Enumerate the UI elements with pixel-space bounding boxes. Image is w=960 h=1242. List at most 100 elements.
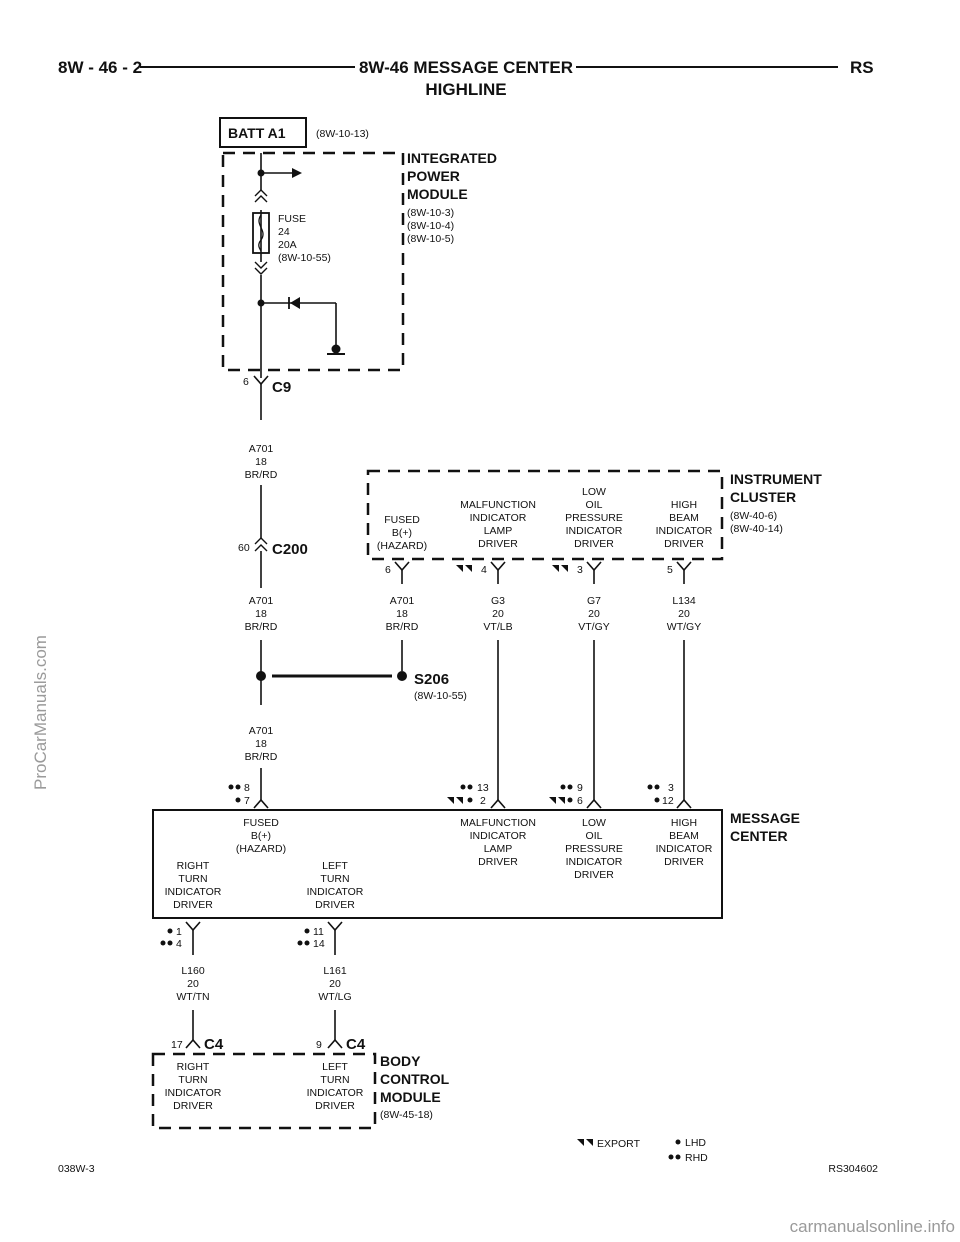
c4-pin-left: 9 — [316, 1039, 322, 1051]
ipm-name-2: POWER — [407, 168, 460, 184]
mc-pin-mil-rhd: 13 — [477, 782, 489, 794]
mc-beam-2: BEAM — [669, 830, 699, 842]
c4-label: C4 — [346, 1036, 366, 1053]
wire-color: VT/LB — [483, 621, 512, 633]
cluster-pin-mil: 4 — [481, 564, 487, 576]
cluster-ref-1: (8W-40-6) — [730, 510, 777, 522]
c4-wires — [185, 1010, 343, 1049]
bcm-name-1: BODY — [380, 1053, 421, 1069]
wire-color: WT/GY — [667, 621, 701, 633]
mc-pin-fused-rhd: 8 — [244, 782, 250, 794]
cluster-oil-2: OIL — [586, 499, 603, 511]
cluster-oil-4: INDICATOR — [566, 525, 623, 537]
ipm-ref-1: (8W-10-3) — [407, 207, 454, 219]
rhd-dots-icon — [228, 784, 241, 790]
bcm-ref: (8W-45-18) — [380, 1109, 433, 1121]
s206-label: S206 — [414, 671, 449, 688]
cluster-beam-1: HIGH — [671, 499, 697, 511]
ipm-name-1: INTEGRATED — [407, 150, 497, 166]
ipm-box — [221, 151, 405, 372]
cluster-oil-3: PRESSURE — [565, 512, 623, 524]
mc-beam-4: DRIVER — [664, 856, 704, 868]
cluster-mil-4: DRIVER — [478, 538, 518, 550]
wire-circuit: A701 — [390, 595, 415, 607]
bcm-name-3: MODULE — [380, 1089, 441, 1105]
mc-right-turn-4: DRIVER — [173, 899, 213, 911]
cluster-oil-5: DRIVER — [574, 538, 614, 550]
export-icon — [549, 797, 565, 804]
batt-a1-label: BATT A1 — [228, 125, 286, 141]
mc-left-turn-4: DRIVER — [315, 899, 355, 911]
mc-left-turn-1: LEFT — [322, 860, 348, 872]
mc-pin-oil-rhd: 9 — [577, 782, 583, 794]
mc-pin-fused-lhd: 7 — [244, 795, 250, 807]
fuse-label-2: 24 — [278, 226, 290, 238]
wire-l161-circuit: L161 — [323, 965, 347, 977]
batt-a1-box — [219, 117, 307, 148]
wire-gauge: 20 — [588, 608, 600, 620]
diode-icon — [290, 297, 300, 309]
mc-right-turn-2: TURN — [178, 873, 207, 885]
cluster-mil-2: INDICATOR — [470, 512, 527, 524]
wire-circuit: G7 — [587, 595, 601, 607]
lhd-dot-icon — [675, 1139, 681, 1145]
mc-left-turn-3: INDICATOR — [307, 886, 364, 898]
wire-gauge: 18 — [396, 608, 408, 620]
bcm-left-turn-2: TURN — [320, 1074, 349, 1086]
lhd-dot-icon — [654, 797, 660, 803]
mc-name-1: MESSAGE — [730, 810, 800, 826]
wire-gauge: 20 — [678, 608, 690, 620]
wire-color: BR/RD — [386, 621, 419, 633]
mc-mil-1: MALFUNCTION — [460, 817, 536, 829]
cluster-fused-2: B(+) — [392, 527, 412, 539]
export-icon — [577, 1139, 593, 1146]
c200-connector-icon — [254, 537, 268, 552]
mc-beam-3: INDICATOR — [656, 843, 713, 855]
cluster-fused-3: (HAZARD) — [377, 540, 427, 552]
rhd-dots-icon — [647, 784, 660, 790]
wire-color: VT/GY — [578, 621, 610, 633]
cluster-beam-4: DRIVER — [664, 538, 704, 550]
lhd-dot-icon — [304, 928, 310, 934]
ipm-ref-3: (8W-10-5) — [407, 233, 454, 245]
wire-a701-color: BR/RD — [245, 621, 278, 633]
s206-splice-dot — [397, 671, 407, 681]
connector-chevron-icon — [254, 261, 268, 275]
export-icon — [552, 565, 568, 572]
cluster-pin-fused: 6 — [385, 564, 391, 576]
bcm-left-turn-3: INDICATOR — [307, 1087, 364, 1099]
cluster-to-mc-wires — [497, 640, 685, 800]
rhd-dots-icon — [297, 940, 310, 946]
arrow-icon — [292, 168, 302, 178]
mc-fused-2: B(+) — [251, 830, 271, 842]
footer-left-code: 038W-3 — [58, 1163, 95, 1175]
c9-pin: 6 — [243, 376, 249, 388]
mc-fused-1: FUSED — [243, 817, 279, 829]
cluster-beam-2: BEAM — [669, 512, 699, 524]
cluster-fused-1: FUSED — [384, 514, 420, 526]
wire-a701-circuit: A701 — [249, 443, 274, 455]
legend-rhd: RHD — [685, 1152, 708, 1164]
mc-mil-2: INDICATOR — [470, 830, 527, 842]
mc-pin-beam-rhd: 3 — [668, 782, 674, 794]
wire-gauge: 20 — [492, 608, 504, 620]
cluster-connector-icons — [394, 561, 692, 584]
legend-lhd: LHD — [685, 1137, 706, 1149]
mc-name-2: CENTER — [730, 828, 788, 844]
rhd-dots-icon — [668, 1154, 681, 1160]
ground-icon — [331, 344, 341, 354]
mc-oil-4: INDICATOR — [566, 856, 623, 868]
wire-a701-gauge: 18 — [255, 456, 267, 468]
c4-pin-right: 17 — [171, 1039, 183, 1051]
cluster-mil-3: LAMP — [484, 525, 513, 537]
cluster-name-1: INSTRUMENT — [730, 471, 822, 487]
mc-beam-1: HIGH — [671, 817, 697, 829]
export-icon — [447, 797, 463, 804]
mc-left-turn-2: TURN — [320, 873, 349, 885]
bcm-left-turn-1: LEFT — [322, 1061, 348, 1073]
side-watermark: ProCarManuals.com — [31, 635, 50, 790]
batt-a1-ref: (8W-10-13) — [316, 128, 369, 140]
connector-chevron-icon — [254, 189, 268, 203]
mc-pin-mil-lhd: 2 — [480, 795, 486, 807]
